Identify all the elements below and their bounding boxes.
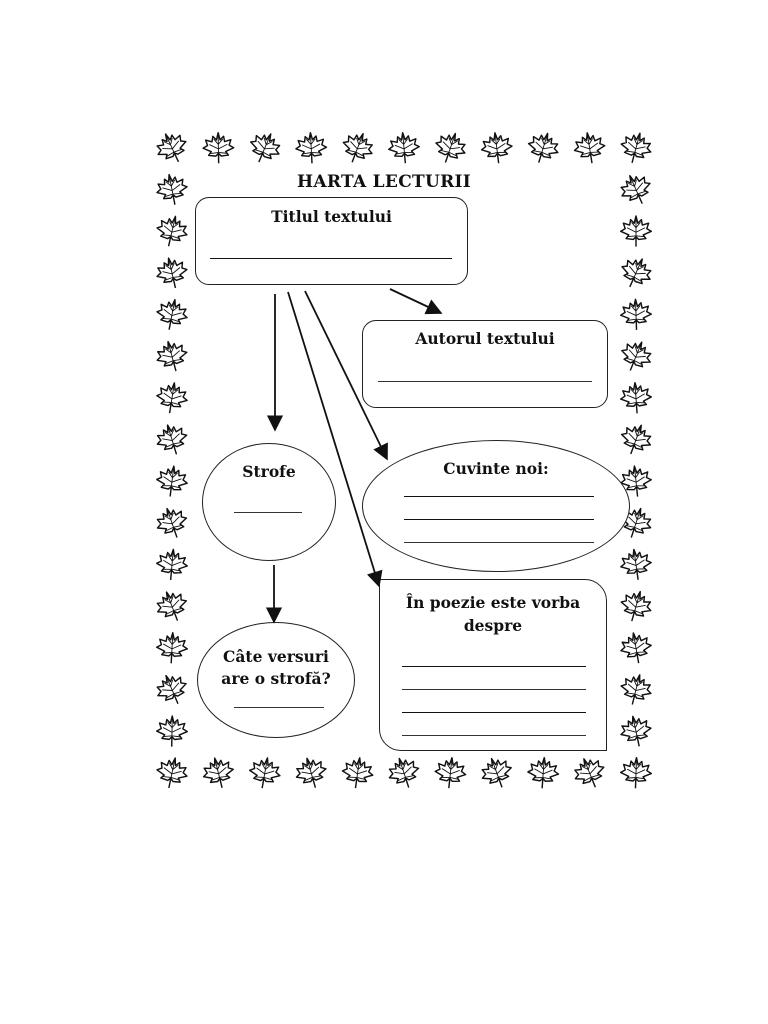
verses-label-line1: Câte versuri [223,647,329,666]
stanzas-answer-line[interactable] [234,512,302,513]
maple-leaf-icon [154,547,190,582]
author-answer-line[interactable] [378,381,592,382]
maple-leaf-icon [152,336,192,376]
verses-answer-line[interactable] [234,707,324,708]
maple-leaf-icon [337,127,379,169]
maple-leaf-icon [617,712,655,751]
new-words-ellipse [362,440,630,572]
maple-leaf-icon [568,752,611,794]
maple-leaf-icon [155,631,189,665]
verses-label-line2: are o strofă? [221,669,331,688]
new-words-line[interactable] [404,496,594,497]
new-words-label: Cuvinte noi: [443,459,549,478]
maple-leaf-icon [619,298,653,332]
about-answer-line[interactable] [402,666,586,667]
stanzas-label: Strofe [242,462,296,481]
about-label-line1: În poezie este vorba [405,593,581,612]
maple-leaf-icon [616,670,656,709]
maple-leaf-icon [384,753,424,793]
maple-leaf-icon [386,130,422,166]
author-label: Autorul textului [415,329,555,348]
maple-leaf-icon [616,128,656,168]
page-title: HARTA LECTURII [296,172,472,192]
maple-leaf-icon [151,502,193,544]
maple-leaf-icon [152,419,192,460]
maple-leaf-icon [339,754,376,792]
maple-leaf-icon [571,129,608,167]
maple-leaf-icon [246,754,284,792]
maple-leaf-icon [615,335,657,377]
maple-leaf-icon [153,379,191,417]
maple-leaf-icon [618,380,654,416]
maple-leaf-icon [476,752,518,794]
about-answer-line[interactable] [402,712,586,713]
maple-leaf-icon [202,131,235,165]
maple-leaf-icon [523,128,564,168]
maple-leaf-icon [617,629,655,667]
maple-leaf-icon [199,753,238,793]
about-box [379,579,607,751]
maple-leaf-icon [152,212,192,251]
maple-leaf-icon [155,715,189,748]
maple-leaf-icon [151,585,193,627]
maple-leaf-icon [432,755,468,791]
about-answer-line[interactable] [402,735,586,736]
maple-leaf-icon [615,419,657,460]
maple-leaf-icon [616,586,656,626]
maple-leaf-icon [619,756,653,790]
maple-leaf-icon [244,127,286,169]
verses-ellipse [197,622,355,738]
maple-leaf-icon [294,131,328,165]
maple-leaf-icon [526,755,561,791]
maple-leaf-icon [152,253,192,293]
maple-leaf-icon [291,753,331,793]
new-words-line[interactable] [404,542,594,543]
maple-leaf-icon [615,252,657,294]
maple-leaf-icon [619,215,653,248]
title-label: Titlul textului [271,207,392,226]
maple-leaf-icon [479,130,515,166]
maple-leaf-icon [430,127,471,169]
author-box [362,320,608,408]
new-words-line[interactable] [404,519,594,520]
about-answer-line[interactable] [402,689,586,690]
maple-leaf-icon [151,668,193,711]
title-box [195,197,468,285]
maple-leaf-icon [154,463,190,500]
maple-leaf-icon [617,546,655,583]
title-answer-line[interactable] [210,258,452,259]
maple-leaf-icon [150,126,194,170]
about-label-line2: despre [463,616,523,635]
maple-leaf-icon [153,754,191,792]
maple-leaf-icon [153,296,191,334]
